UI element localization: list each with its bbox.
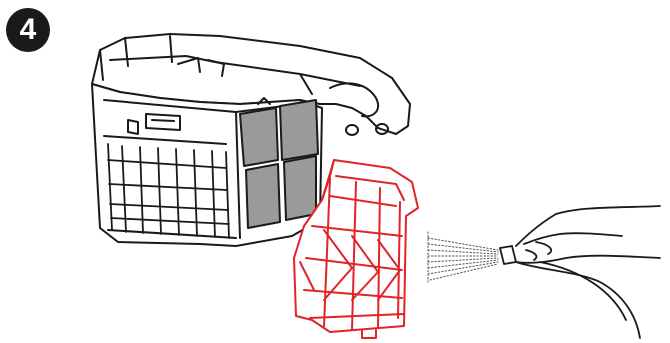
water-spray [428,232,498,282]
hand-with-hose [500,206,660,338]
